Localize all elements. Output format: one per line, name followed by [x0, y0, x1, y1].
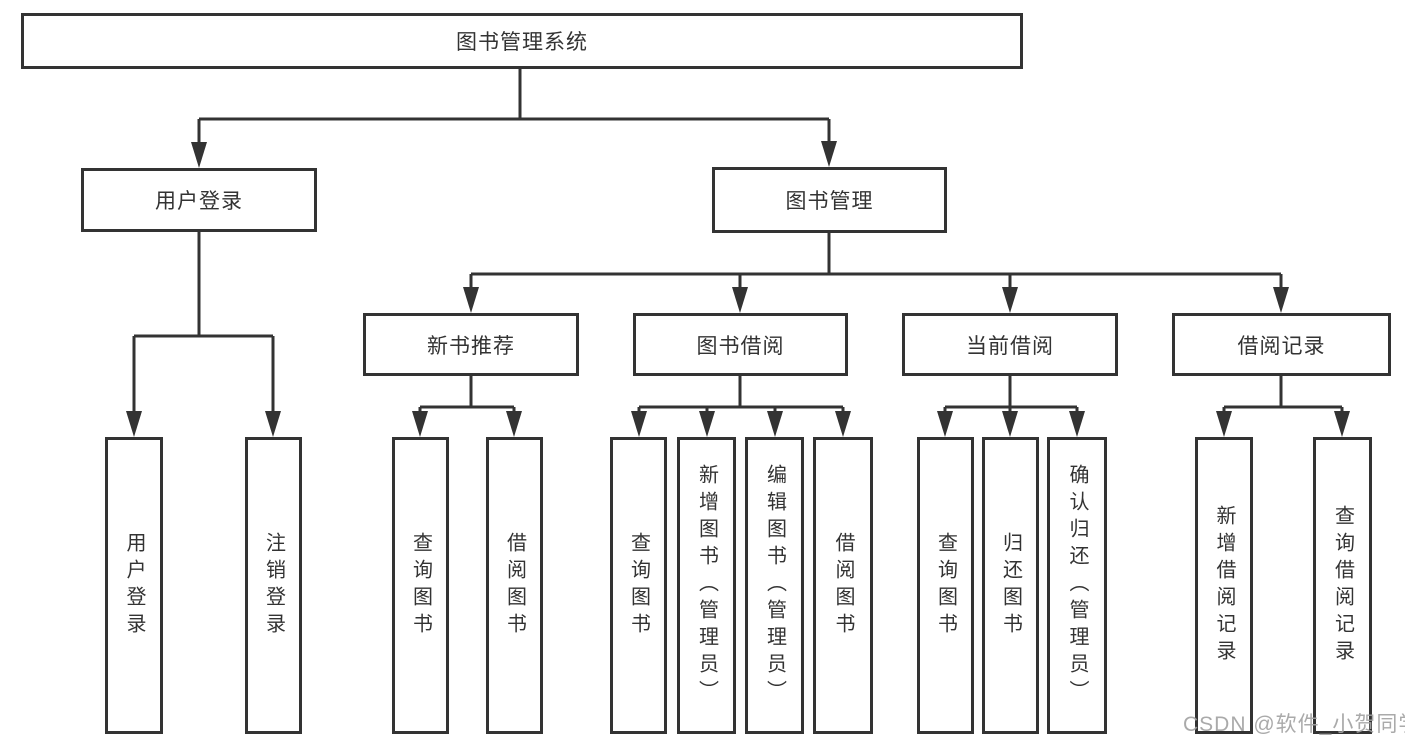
node-current-borrow: 当前借阅 [902, 313, 1118, 376]
node-new-book-recommend: 新书推荐 [363, 313, 579, 376]
leaf-add-book-admin: 新增图书（管理员） [677, 437, 736, 734]
leaf-user-login: 用户登录 [105, 437, 163, 734]
node-book-borrow: 图书借阅 [633, 313, 848, 376]
leaf-confirm-return-admin: 确认归还（管理员） [1047, 437, 1107, 734]
node-borrow-records: 借阅记录 [1172, 313, 1391, 376]
leaf-edit-book-admin: 编辑图书（管理员） [745, 437, 804, 734]
leaf-logout: 注销登录 [245, 437, 302, 734]
csdn-watermark: CSDN @软件_小贺同学 [1183, 713, 1405, 736]
leaf-return-book: 归还图书 [982, 437, 1039, 734]
leaf-borrow-books-borrow: 借阅图书 [813, 437, 873, 734]
node-user-login: 用户登录 [81, 168, 317, 232]
leaf-query-books-borrow: 查询图书 [610, 437, 667, 734]
leaf-query-borrow-record: 查询借阅记录 [1313, 437, 1372, 734]
leaf-query-books-current: 查询图书 [917, 437, 974, 734]
leaf-add-borrow-record: 新增借阅记录 [1195, 437, 1253, 734]
node-book-management: 图书管理 [712, 167, 947, 233]
leaf-query-books-recommend: 查询图书 [392, 437, 449, 734]
leaf-borrow-books-recommend: 借阅图书 [486, 437, 543, 734]
node-root: 图书管理系统 [21, 13, 1023, 69]
